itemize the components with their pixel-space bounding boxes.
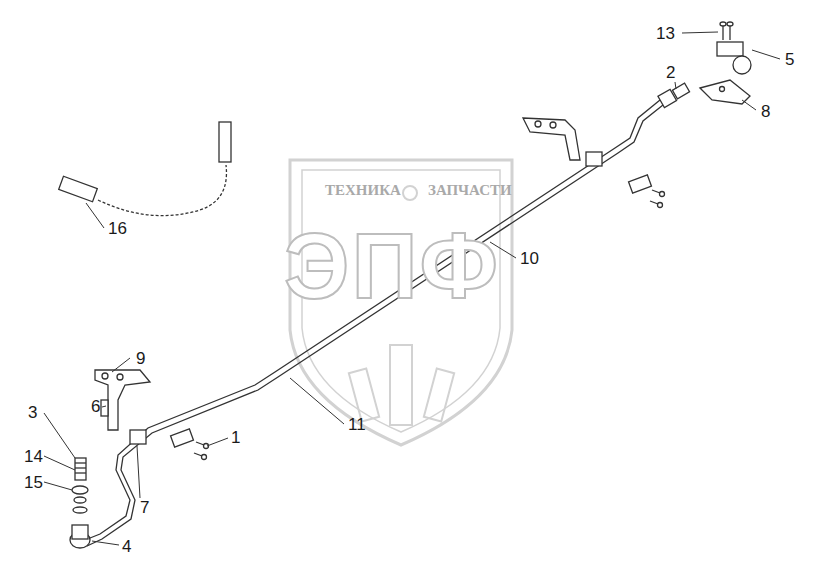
callout-number: 5 xyxy=(785,51,794,68)
callout-number: 1 xyxy=(231,429,240,446)
callout-number: 9 xyxy=(136,350,145,367)
pipe-assembly xyxy=(44,22,780,548)
callout-number: 6 xyxy=(91,398,100,415)
callout-number: 16 xyxy=(108,220,127,237)
callout-number: 8 xyxy=(761,103,770,120)
callout-number: 7 xyxy=(140,499,149,516)
callout-number: 14 xyxy=(24,448,43,465)
callout-number: 10 xyxy=(520,250,539,267)
callout-number: 13 xyxy=(656,25,675,42)
watermark-text: ЗАПЧАСТИ xyxy=(428,183,512,198)
callout-number: 15 xyxy=(24,474,43,491)
callout-number: 3 xyxy=(28,404,37,421)
callout-number: 2 xyxy=(666,64,675,81)
watermark-text: ТЕХНИКА xyxy=(325,183,401,198)
watermark-text: ЭПФ xyxy=(284,220,500,312)
callout-number: 4 xyxy=(122,538,131,555)
callout-number: 11 xyxy=(348,416,366,433)
